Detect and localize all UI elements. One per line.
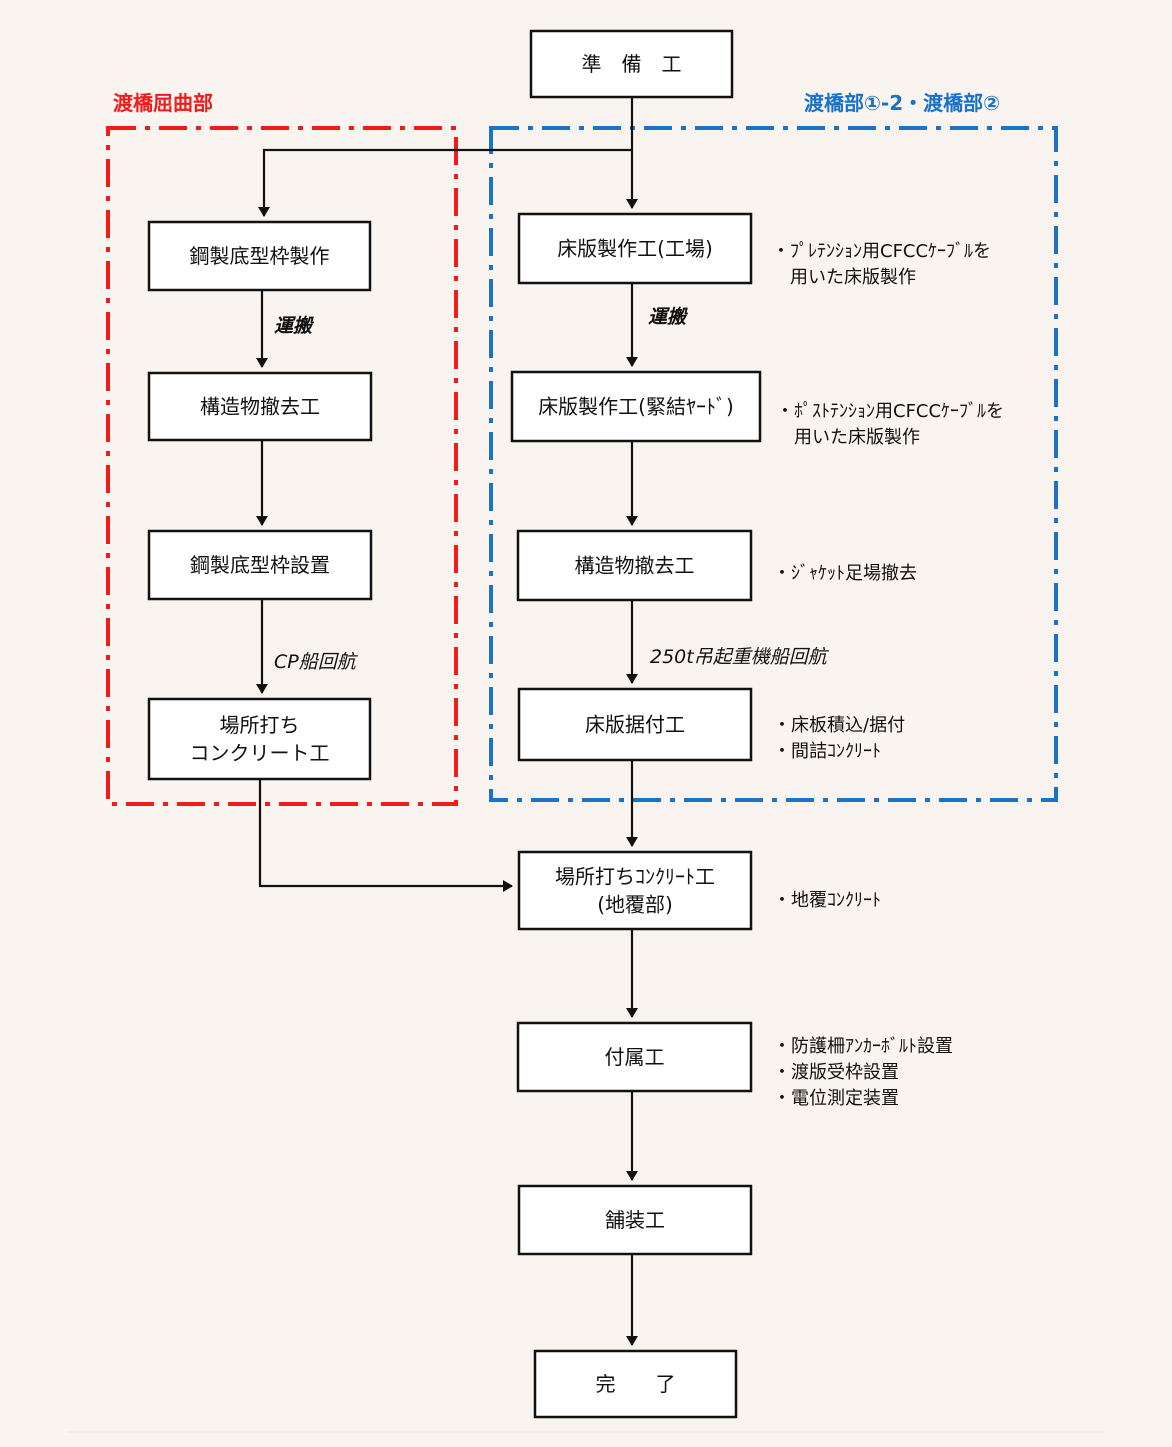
- node-m3: 舗装工: [517, 1184, 753, 1256]
- edge-label-l3-l4: CP船回航: [274, 651, 359, 673]
- node-box: [517, 1184, 753, 1256]
- node-label: 準 備 工: [582, 52, 682, 76]
- node-box: [510, 370, 762, 443]
- note-m2: ・電位測定装置: [773, 1088, 899, 1109]
- node-label: 完 了: [596, 1372, 676, 1396]
- node-label: 構造物撤去工: [200, 395, 320, 419]
- note-r4: ・床板積込/据付: [773, 715, 905, 736]
- note-m1: ・地覆ｺﾝｸﾘｰﾄ: [773, 890, 881, 911]
- node-r1: 床版製作工(工場): [517, 212, 753, 285]
- node-label: 構造物撤去工: [575, 554, 695, 578]
- node-label: 床版据付工: [585, 713, 685, 737]
- node-box: [147, 220, 372, 292]
- note-r1: ・ﾌﾟﾚﾃﾝｼｮﾝ用CFCCｹｰﾌﾞﾙを: [772, 241, 991, 262]
- node-label: 床版製作工(工場): [557, 237, 713, 261]
- edges: [256, 97, 638, 1346]
- node-box: [517, 212, 753, 285]
- node-label: 舗装工: [605, 1208, 665, 1232]
- edge-l4-m1: [258, 779, 513, 892]
- edge-label-l1-l2: 運搬: [274, 315, 315, 337]
- group-frame-left: [106, 126, 458, 806]
- edge-label-r3-r4: 250t吊起重機船回航: [650, 646, 830, 668]
- node-box: [516, 1021, 753, 1093]
- node-box: [147, 697, 372, 781]
- node-r4: 床版据付工: [517, 687, 753, 762]
- node-label: 鋼製底型枠設置: [190, 553, 330, 577]
- node-box: [147, 371, 373, 442]
- node-m2: 付属工: [516, 1021, 753, 1093]
- node-l3: 鋼製底型枠設置: [147, 529, 373, 601]
- node-l2: 構造物撤去工: [147, 371, 373, 442]
- note-r3: ・ｼﾞｬｹｯﾄ足場撤去: [773, 563, 917, 584]
- group-title-left: 渡橋屈曲部: [113, 91, 213, 115]
- group-frame-right: [489, 126, 1058, 802]
- node-label: 付属工: [605, 1045, 665, 1069]
- edge-label-r1-r2: 運搬: [648, 306, 689, 328]
- node-box: [516, 529, 753, 602]
- node-end: 完 了: [533, 1349, 738, 1419]
- note-r2: ・ﾎﾟｽﾄﾃﾝｼｮﾝ用CFCCｹｰﾌﾞﾙを: [776, 401, 1004, 422]
- note-r4: ・間詰ｺﾝｸﾘｰﾄ: [773, 741, 881, 762]
- node-box: [517, 687, 753, 762]
- node-l1: 鋼製底型枠製作: [147, 220, 372, 292]
- node-r2: 床版製作工(緊結ﾔｰﾄﾞ): [510, 370, 762, 443]
- node-label: コンクリート工: [190, 741, 330, 765]
- note-r1: 用いた床版製作: [772, 267, 916, 288]
- note-m2: ・渡版受枠設置: [773, 1062, 899, 1083]
- node-label: (地覆部): [597, 893, 673, 917]
- node-label: 場所打ち: [220, 713, 300, 737]
- note-m2: ・防護柵ｱﾝｶｰﾎﾞﾙﾄ設置: [773, 1036, 953, 1057]
- group-title-right: 渡橋部①-2・渡橋部②: [804, 91, 1000, 115]
- note-r2: 用いた床版製作: [776, 427, 920, 448]
- node-label: 鋼製底型枠製作: [190, 244, 330, 268]
- node-box: [147, 529, 373, 601]
- node-l4: 場所打ちコンクリート工: [147, 697, 372, 781]
- edge-start-l1: [258, 148, 632, 217]
- node-start: 準 備 工: [529, 29, 734, 99]
- node-box: [533, 1349, 738, 1419]
- node-r3: 構造物撤去工: [516, 529, 753, 602]
- node-box: [517, 850, 753, 931]
- node-box: [529, 29, 734, 99]
- node-label: 床版製作工(緊結ﾔｰﾄﾞ): [538, 395, 734, 419]
- node-label: 場所打ちｺﾝｸﾘｰﾄ工: [555, 865, 715, 889]
- node-m1: 場所打ちｺﾝｸﾘｰﾄ工 (地覆部): [517, 850, 753, 931]
